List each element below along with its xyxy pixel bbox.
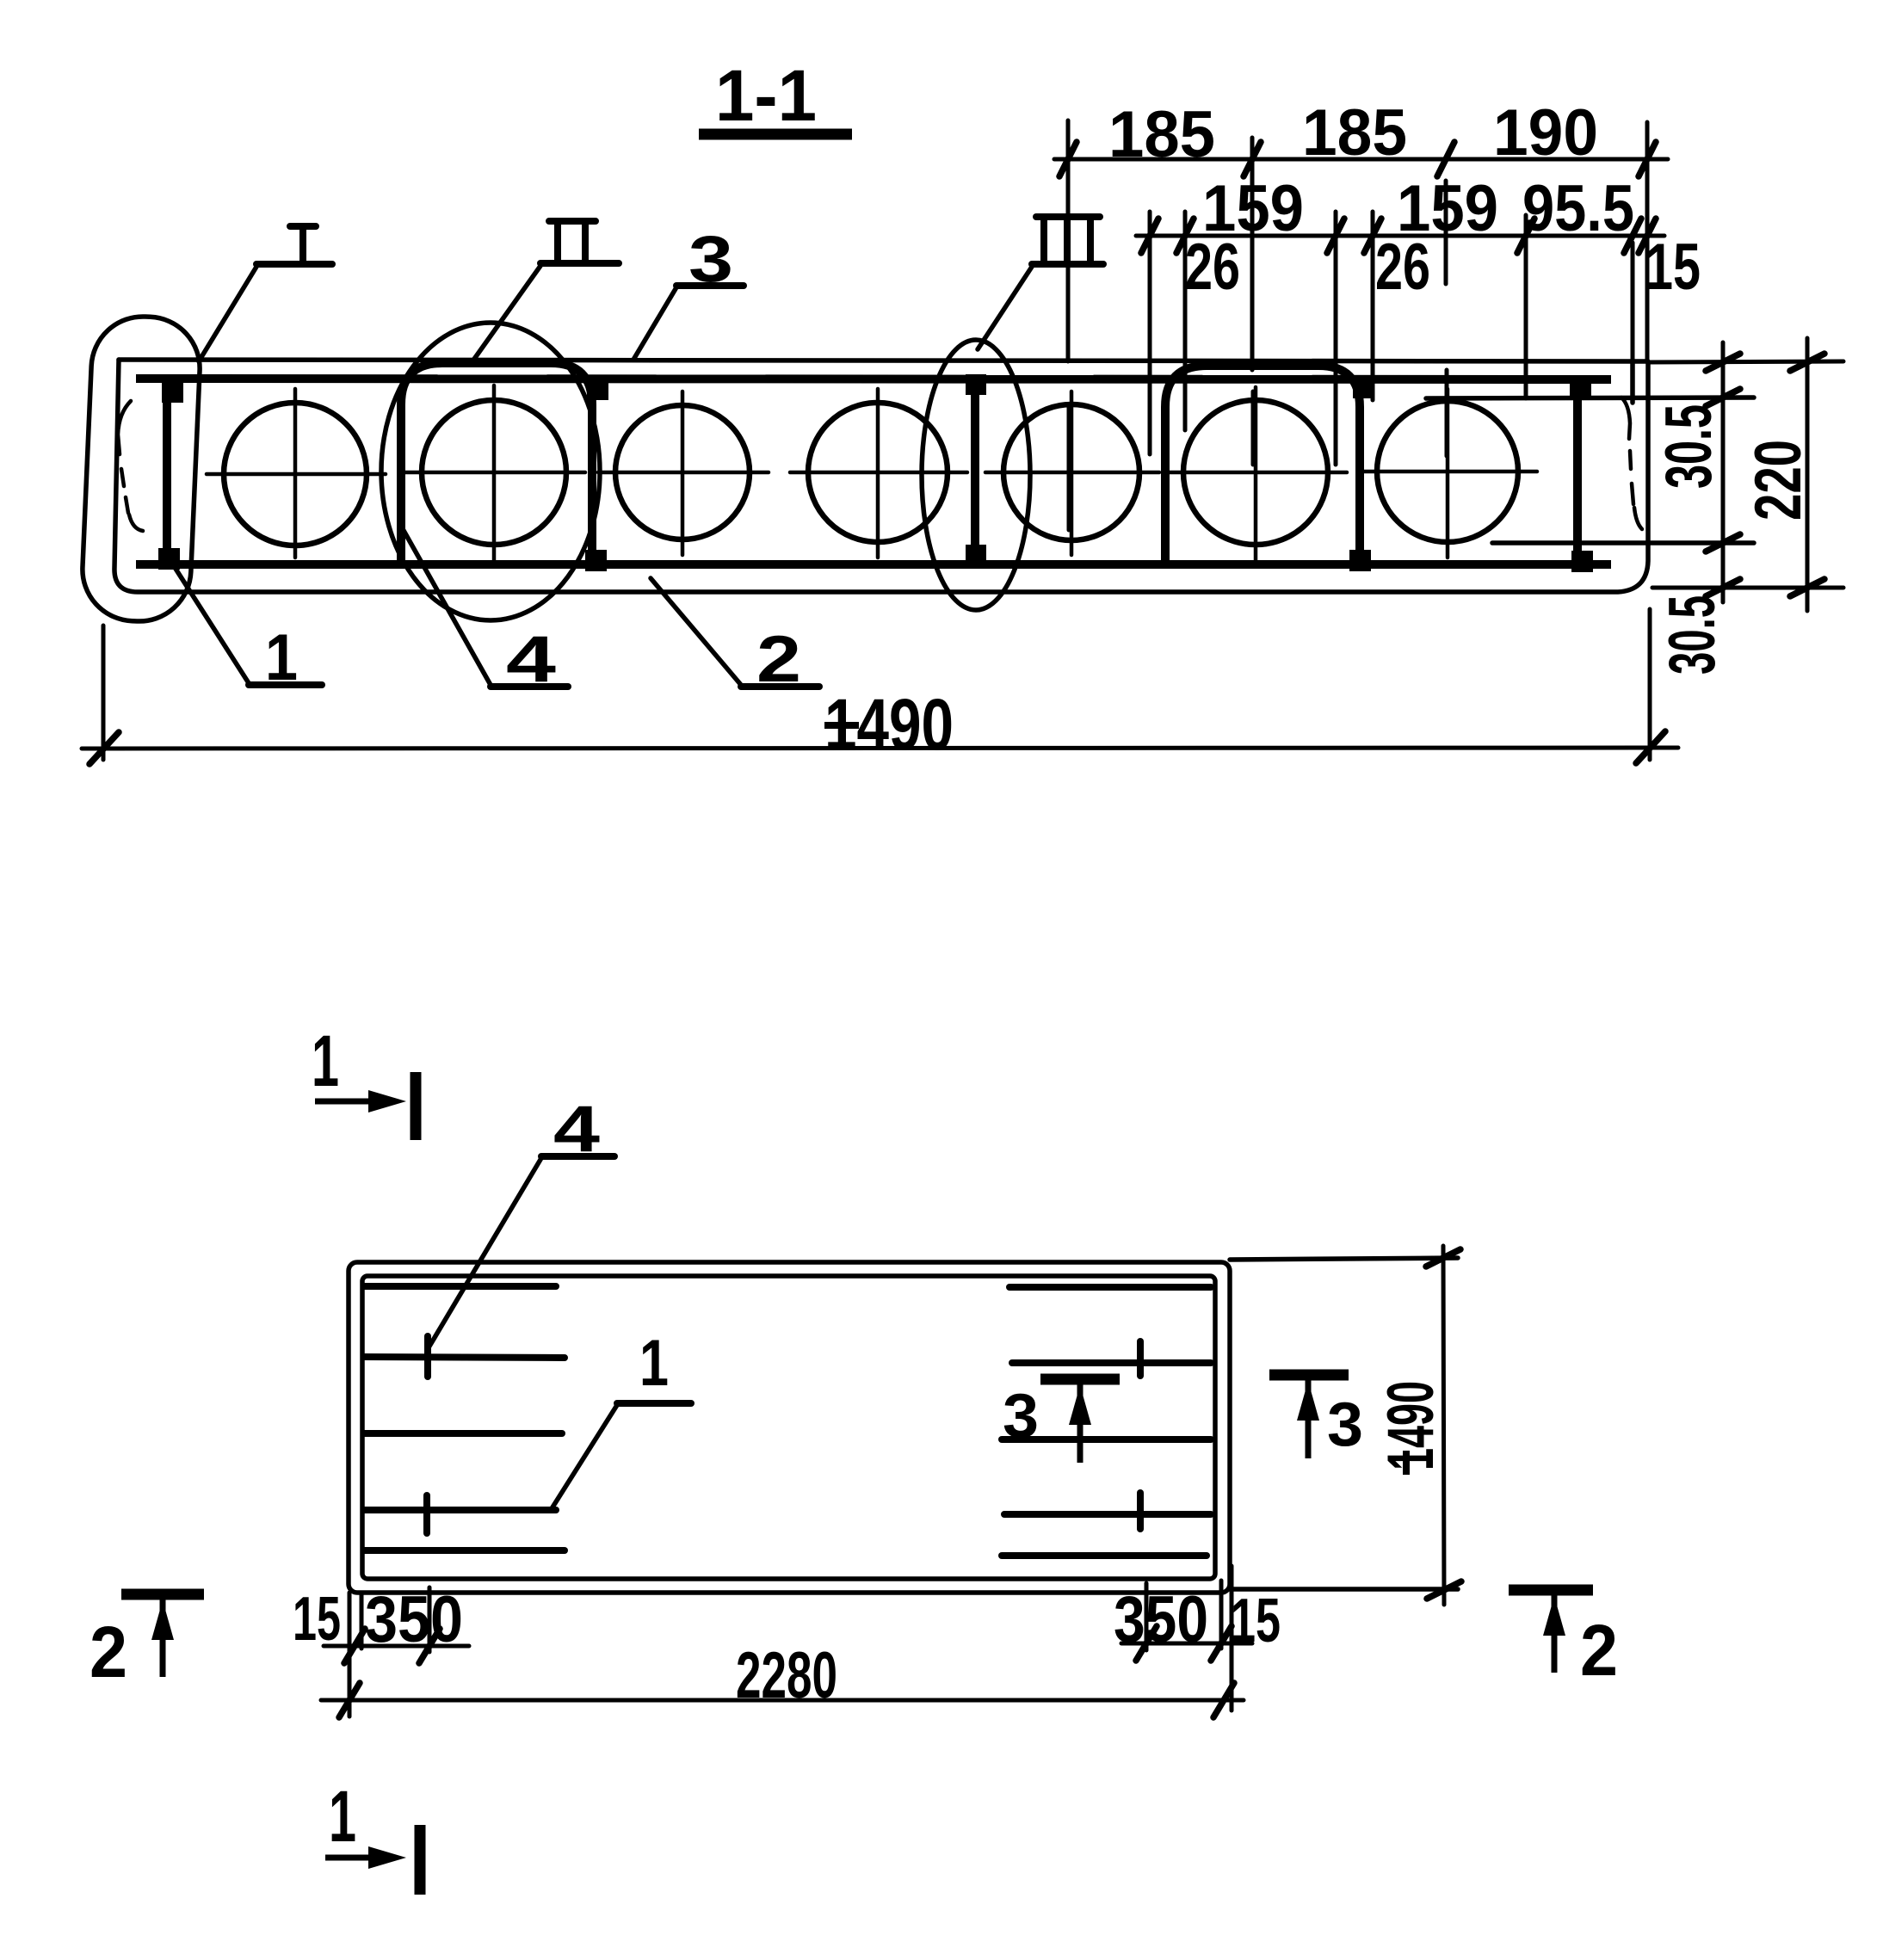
svg-text:1: 1 bbox=[639, 1327, 669, 1400]
svg-text:3: 3 bbox=[1003, 1382, 1039, 1451]
svg-text:15: 15 bbox=[293, 1585, 341, 1654]
svg-text:15: 15 bbox=[1231, 1587, 1281, 1655]
svg-text:30.5: 30.5 bbox=[1652, 404, 1726, 489]
svg-text:26: 26 bbox=[1185, 231, 1240, 304]
svg-text:1-1: 1-1 bbox=[715, 55, 817, 136]
svg-text:95.5: 95.5 bbox=[1522, 172, 1634, 245]
svg-text:185: 185 bbox=[1108, 98, 1215, 171]
svg-text:2: 2 bbox=[1580, 1610, 1618, 1691]
svg-text:2280: 2280 bbox=[736, 1639, 837, 1712]
svg-text:3: 3 bbox=[1327, 1390, 1363, 1459]
svg-text:350: 350 bbox=[1114, 1583, 1208, 1656]
svg-text:190: 190 bbox=[1493, 96, 1598, 169]
svg-text:2: 2 bbox=[90, 1612, 127, 1692]
svg-text:30.5: 30.5 bbox=[1656, 595, 1729, 675]
svg-text:185: 185 bbox=[1302, 96, 1407, 169]
svg-text:26: 26 bbox=[1375, 231, 1430, 304]
svg-text:350: 350 bbox=[365, 1583, 463, 1656]
svg-text:1: 1 bbox=[329, 1776, 356, 1857]
svg-text:1: 1 bbox=[312, 1020, 339, 1101]
svg-text:1490: 1490 bbox=[1374, 1381, 1448, 1470]
svg-text:220: 220 bbox=[1742, 440, 1815, 521]
svg-text:15: 15 bbox=[1645, 231, 1701, 304]
